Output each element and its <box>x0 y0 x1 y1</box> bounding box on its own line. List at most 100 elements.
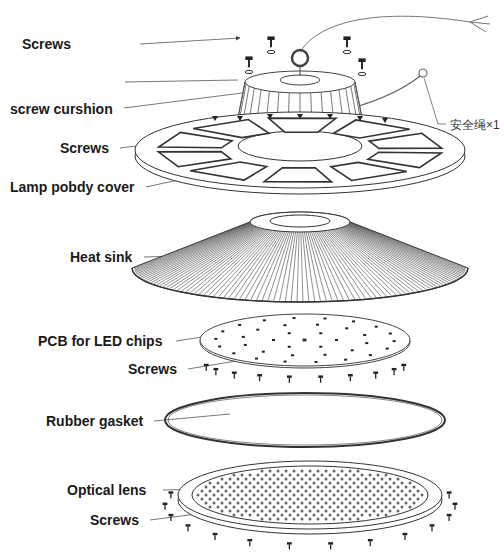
lens-cell <box>301 494 304 497</box>
lens-cell <box>313 514 316 517</box>
lens-cell <box>341 518 344 521</box>
lens-cell <box>353 490 356 493</box>
lens-cell <box>401 490 404 493</box>
lens-cell <box>405 494 408 497</box>
screw-shank <box>346 40 348 47</box>
heat-sink-fin <box>146 226 253 281</box>
lens-cell <box>365 486 368 489</box>
heat-sink-hub <box>250 212 350 232</box>
heat-sink-fin <box>337 229 423 291</box>
lens-cell <box>325 518 328 521</box>
lens-cell <box>285 510 288 513</box>
lens-cell <box>377 474 380 477</box>
lens-cell <box>325 494 328 497</box>
lens-cell <box>249 506 252 509</box>
screw-head <box>247 539 252 541</box>
lens-cell <box>245 478 248 481</box>
led-chip <box>238 324 241 326</box>
lens-cell <box>329 474 332 477</box>
led-chip <box>272 339 275 341</box>
screw <box>257 374 262 381</box>
heat-sink-fin <box>141 225 252 277</box>
lens-cell <box>361 506 364 509</box>
lens-cell <box>349 470 352 473</box>
lens-cell <box>317 478 320 481</box>
screw <box>213 368 218 375</box>
cover-window <box>158 152 230 167</box>
lens-cell <box>345 482 348 485</box>
lens-cell <box>337 474 340 477</box>
lens-cell <box>309 470 312 473</box>
lens-cell <box>389 478 392 481</box>
lens-cell <box>249 482 252 485</box>
lens-cell <box>261 494 264 497</box>
lens-cell <box>197 494 200 497</box>
screw-shank <box>454 505 455 510</box>
screw-cushion <box>358 72 366 75</box>
lens-cell <box>373 510 376 513</box>
screw <box>453 503 458 510</box>
heat-sink-fins <box>134 212 466 301</box>
lens-cell <box>361 490 364 493</box>
screw <box>204 364 209 371</box>
lens-cell <box>385 514 388 517</box>
lens-cell <box>257 498 260 501</box>
lens-cell <box>349 510 352 513</box>
lens-cell <box>241 490 244 493</box>
lens-cell <box>345 474 348 477</box>
screw-head <box>430 524 435 526</box>
led-chip <box>369 354 372 356</box>
leader-line <box>438 124 446 125</box>
screw-shank <box>403 366 404 371</box>
lens-cell <box>213 502 216 505</box>
lens-cell <box>269 494 272 497</box>
lens-cell <box>293 494 296 497</box>
screw <box>382 118 388 123</box>
lens-cell <box>309 486 312 489</box>
lens-cell <box>281 514 284 517</box>
lens-cell <box>297 474 300 477</box>
lens-cell <box>305 474 308 477</box>
lens-cell <box>217 506 220 509</box>
screw <box>358 58 365 69</box>
housing-fin <box>355 82 362 118</box>
screw-shank <box>206 366 207 371</box>
led-chip <box>316 324 319 326</box>
heat-sink-fin <box>321 231 371 298</box>
lens-cell <box>305 506 308 509</box>
lens-cell <box>325 470 328 473</box>
lens-cell <box>373 494 376 497</box>
part-label: screw curshion <box>10 101 113 117</box>
lens-cell <box>209 498 212 501</box>
lens-cell <box>237 486 240 489</box>
screw <box>373 371 378 378</box>
lens-cell <box>233 514 236 517</box>
screw <box>401 364 406 371</box>
lens-cell <box>373 502 376 505</box>
lens-cell <box>313 474 316 477</box>
screw-cushion <box>343 50 351 53</box>
lens-cell <box>325 502 328 505</box>
part-label: PCB for LED chips <box>38 333 162 349</box>
lens-cell <box>257 506 260 509</box>
lens-cell <box>341 478 344 481</box>
lens-cell <box>345 506 348 509</box>
lens-cell <box>209 506 212 509</box>
housing-boss <box>280 75 320 85</box>
lens-cell <box>353 506 356 509</box>
optical-lens <box>178 461 442 534</box>
part-label: Lamp pobdy cover <box>10 179 134 195</box>
screw <box>287 375 292 382</box>
lens-cell <box>257 514 260 517</box>
lens-cell <box>241 482 244 485</box>
heat-sink-fin <box>344 227 446 284</box>
lens-cell <box>401 482 404 485</box>
led-chips <box>214 317 395 363</box>
lens-cell <box>357 494 360 497</box>
screw <box>392 368 397 375</box>
screw-shank <box>361 62 363 69</box>
lens-cell <box>233 474 236 477</box>
lens-cell <box>249 514 252 517</box>
lens-cell <box>281 506 284 509</box>
lens-cell <box>317 470 320 473</box>
